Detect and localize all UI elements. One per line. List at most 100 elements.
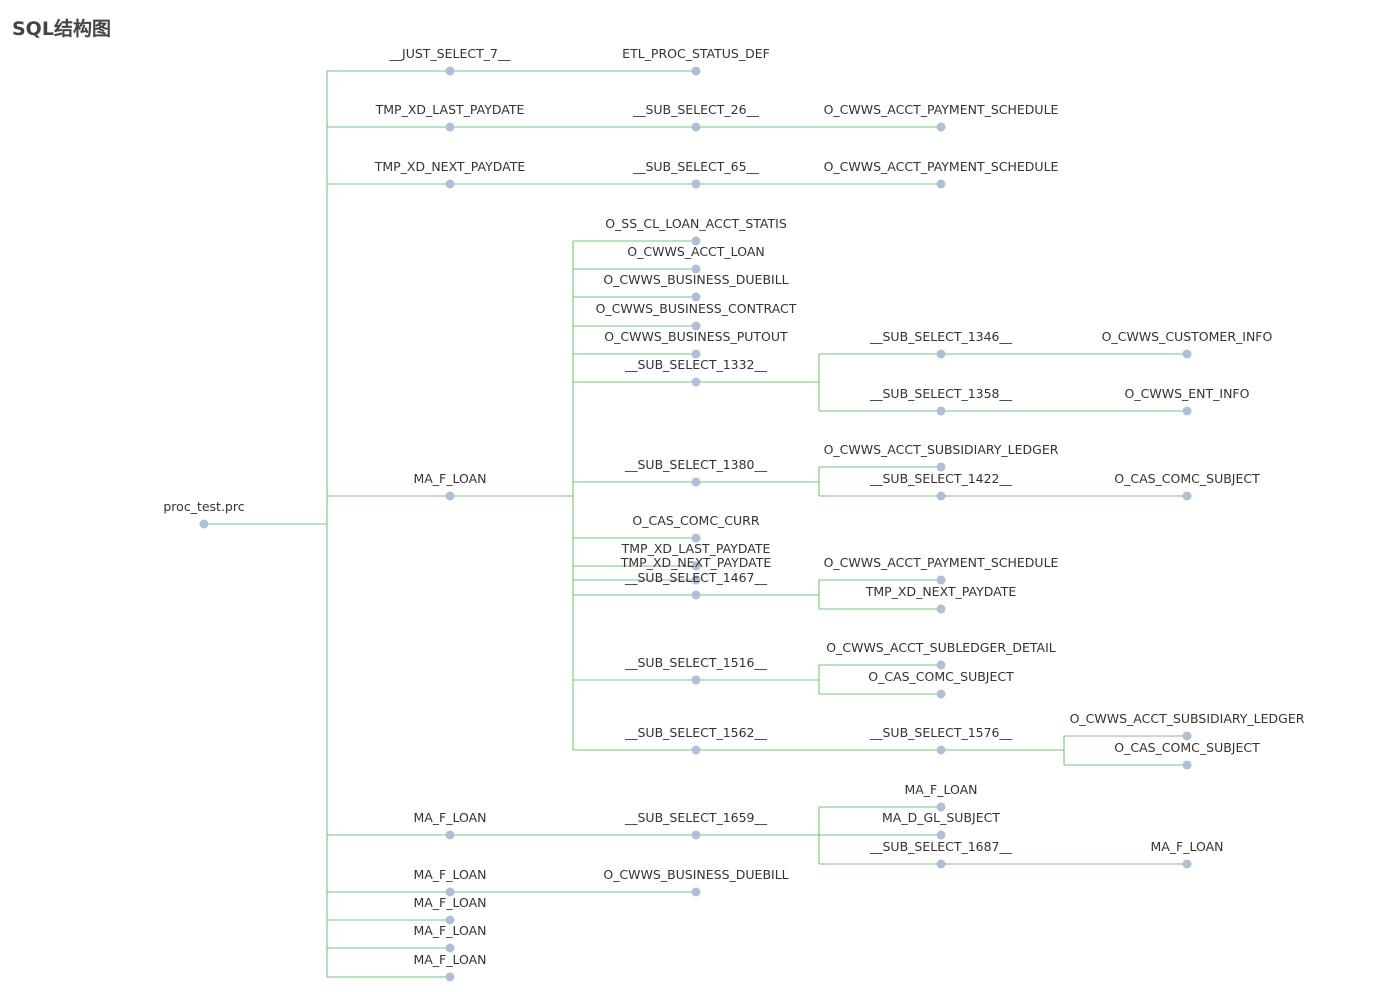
node-dot[interactable] bbox=[691, 66, 701, 76]
node-label: MA_F_LOAN bbox=[413, 895, 486, 910]
tree-node-sub-select-1516[interactable]: __SUB_SELECT_1516__ bbox=[624, 655, 768, 685]
node-dot[interactable] bbox=[936, 689, 946, 699]
tree-node-o-cwws-ent-info[interactable]: O_CWWS_ENT_INFO bbox=[1125, 386, 1250, 416]
node-dot[interactable] bbox=[691, 575, 701, 585]
node-dot[interactable] bbox=[691, 477, 701, 487]
tree-node-sub-select-1659[interactable]: __SUB_SELECT_1659__ bbox=[624, 810, 768, 840]
tree-node-o-cwws-business-duebill[interactable]: O_CWWS_BUSINESS_DUEBILL bbox=[603, 272, 789, 302]
node-dot[interactable] bbox=[936, 179, 946, 189]
tree-node-sub-select-1332[interactable]: __SUB_SELECT_1332__ bbox=[624, 357, 768, 387]
node-dot[interactable] bbox=[936, 802, 946, 812]
tree-node-tmp-xd-next-paydate[interactable]: TMP_XD_NEXT_PAYDATE bbox=[374, 159, 526, 189]
tree-node-ma-f-loan[interactable]: MA_F_LOAN bbox=[413, 867, 487, 897]
tree-node-sub-select-1358[interactable]: __SUB_SELECT_1358__ bbox=[869, 386, 1013, 416]
node-dot[interactable] bbox=[691, 745, 701, 755]
tree-node-ma-d-gl-subject[interactable]: MA_D_GL_SUBJECT bbox=[882, 810, 1000, 840]
tree-node-o-cas-comc-subject[interactable]: O_CAS_COMC_SUBJECT bbox=[1114, 740, 1260, 770]
node-dot[interactable] bbox=[1182, 349, 1192, 359]
node-dot[interactable] bbox=[1182, 859, 1192, 869]
node-label: TMP_XD_LAST_PAYDATE bbox=[621, 541, 771, 556]
tree-node-tmp-xd-last-paydate[interactable]: TMP_XD_LAST_PAYDATE bbox=[621, 541, 771, 571]
node-dot[interactable] bbox=[936, 830, 946, 840]
node-dot[interactable] bbox=[445, 122, 455, 132]
node-dot[interactable] bbox=[936, 604, 946, 614]
tree-node-sub-select-1346[interactable]: __SUB_SELECT_1346__ bbox=[869, 329, 1013, 359]
tree-node-ma-f-loan[interactable]: MA_F_LOAN bbox=[413, 810, 487, 840]
tree-node-o-ss-cl-loan-acct-statis[interactable]: O_SS_CL_LOAN_ACCT_STATIS bbox=[605, 216, 787, 246]
node-dot[interactable] bbox=[445, 915, 455, 925]
node-dot[interactable] bbox=[691, 179, 701, 189]
node-dot[interactable] bbox=[936, 462, 946, 472]
tree-node-etl-proc-status-def[interactable]: ETL_PROC_STATUS_DEF bbox=[622, 46, 770, 76]
node-dot[interactable] bbox=[691, 830, 701, 840]
tree-node-o-cwws-business-contract[interactable]: O_CWWS_BUSINESS_CONTRACT bbox=[596, 301, 797, 331]
tree-node-ma-f-loan[interactable]: MA_F_LOAN bbox=[413, 895, 487, 925]
tree-node-o-cas-comc-curr[interactable]: O_CAS_COMC_CURR bbox=[632, 513, 760, 543]
node-dot[interactable] bbox=[936, 491, 946, 501]
node-label: TMP_XD_LAST_PAYDATE bbox=[375, 102, 525, 117]
tree-node-sub-select-1467[interactable]: __SUB_SELECT_1467__ bbox=[624, 570, 768, 600]
node-dot[interactable] bbox=[691, 236, 701, 246]
node-dot[interactable] bbox=[445, 66, 455, 76]
tree-node-sub-select-1576[interactable]: __SUB_SELECT_1576__ bbox=[869, 725, 1013, 755]
tree-node-o-cwws-acct-payment-schedule[interactable]: O_CWWS_ACCT_PAYMENT_SCHEDULE bbox=[824, 159, 1059, 189]
node-dot[interactable] bbox=[691, 533, 701, 543]
node-dot[interactable] bbox=[691, 675, 701, 685]
tree-node-ma-f-loan[interactable]: MA_F_LOAN bbox=[413, 471, 487, 501]
tree-node-o-cas-comc-subject[interactable]: O_CAS_COMC_SUBJECT bbox=[868, 669, 1014, 699]
tree-node-o-cwws-acct-loan[interactable]: O_CWWS_ACCT_LOAN bbox=[627, 244, 765, 274]
tree-node-sub-select-1687[interactable]: __SUB_SELECT_1687__ bbox=[869, 839, 1013, 869]
node-dot[interactable] bbox=[936, 122, 946, 132]
tree-node-sub-select-26[interactable]: __SUB_SELECT_26__ bbox=[632, 102, 760, 132]
tree-node-o-cwws-business-putout[interactable]: O_CWWS_BUSINESS_PUTOUT bbox=[604, 329, 788, 359]
node-dot[interactable] bbox=[691, 561, 701, 571]
node-dot[interactable] bbox=[936, 575, 946, 585]
node-dot[interactable] bbox=[445, 972, 455, 982]
node-dot[interactable] bbox=[1182, 406, 1192, 416]
tree-node-o-cwws-acct-subsidiary-ledger[interactable]: O_CWWS_ACCT_SUBSIDIARY_LEDGER bbox=[1070, 711, 1305, 741]
node-dot[interactable] bbox=[445, 943, 455, 953]
tree-node-sub-select-65[interactable]: __SUB_SELECT_65__ bbox=[632, 159, 760, 189]
node-dot[interactable] bbox=[445, 491, 455, 501]
node-label: TMP_XD_NEXT_PAYDATE bbox=[865, 584, 1017, 599]
node-dot[interactable] bbox=[445, 887, 455, 897]
tree-node-o-cwws-business-duebill[interactable]: O_CWWS_BUSINESS_DUEBILL bbox=[603, 867, 789, 897]
node-dot[interactable] bbox=[445, 179, 455, 189]
tree-node-sub-select-1562[interactable]: __SUB_SELECT_1562__ bbox=[624, 725, 768, 755]
node-dot[interactable] bbox=[936, 349, 946, 359]
node-dot[interactable] bbox=[691, 292, 701, 302]
tree-node-o-cwws-acct-subsidiary-ledger[interactable]: O_CWWS_ACCT_SUBSIDIARY_LEDGER bbox=[824, 442, 1059, 472]
node-dot[interactable] bbox=[691, 264, 701, 274]
node-dot[interactable] bbox=[936, 406, 946, 416]
tree-node-tmp-xd-next-paydate[interactable]: TMP_XD_NEXT_PAYDATE bbox=[865, 584, 1017, 614]
tree-node-ma-f-loan[interactable]: MA_F_LOAN bbox=[1150, 839, 1224, 869]
node-dot[interactable] bbox=[691, 887, 701, 897]
tree-node-o-cas-comc-subject[interactable]: O_CAS_COMC_SUBJECT bbox=[1114, 471, 1260, 501]
node-dot[interactable] bbox=[1182, 491, 1192, 501]
tree-node-sub-select-1422[interactable]: __SUB_SELECT_1422__ bbox=[869, 471, 1013, 501]
tree-node-o-cwws-acct-subledger-detail[interactable]: O_CWWS_ACCT_SUBLEDGER_DETAIL bbox=[826, 640, 1056, 670]
node-dot[interactable] bbox=[936, 745, 946, 755]
tree-node-tmp-xd-last-paydate[interactable]: TMP_XD_LAST_PAYDATE bbox=[375, 102, 525, 132]
node-dot[interactable] bbox=[691, 349, 701, 359]
tree-node-o-cwws-acct-payment-schedule[interactable]: O_CWWS_ACCT_PAYMENT_SCHEDULE bbox=[824, 555, 1059, 585]
tree-node-just-select-7[interactable]: __JUST_SELECT_7__ bbox=[389, 46, 512, 76]
node-dot[interactable] bbox=[936, 859, 946, 869]
node-dot[interactable] bbox=[1182, 731, 1192, 741]
node-dot[interactable] bbox=[691, 377, 701, 387]
tree-node-ma-f-loan[interactable]: MA_F_LOAN bbox=[904, 782, 978, 812]
tree-node-o-cwws-acct-payment-schedule[interactable]: O_CWWS_ACCT_PAYMENT_SCHEDULE bbox=[824, 102, 1059, 132]
tree-node-tmp-xd-next-paydate[interactable]: TMP_XD_NEXT_PAYDATE bbox=[620, 555, 772, 585]
node-dot[interactable] bbox=[691, 590, 701, 600]
node-dot[interactable] bbox=[199, 519, 209, 529]
node-dot[interactable] bbox=[1182, 760, 1192, 770]
tree-node-ma-f-loan[interactable]: MA_F_LOAN bbox=[413, 952, 487, 982]
tree-node-proc-test-prc[interactable]: proc_test.prc bbox=[163, 499, 245, 529]
tree-node-sub-select-1380[interactable]: __SUB_SELECT_1380__ bbox=[624, 457, 768, 487]
node-dot[interactable] bbox=[445, 830, 455, 840]
tree-node-o-cwws-customer-info[interactable]: O_CWWS_CUSTOMER_INFO bbox=[1102, 329, 1273, 359]
node-dot[interactable] bbox=[691, 122, 701, 132]
node-dot[interactable] bbox=[691, 321, 701, 331]
tree-node-ma-f-loan[interactable]: MA_F_LOAN bbox=[413, 923, 487, 953]
node-dot[interactable] bbox=[936, 660, 946, 670]
